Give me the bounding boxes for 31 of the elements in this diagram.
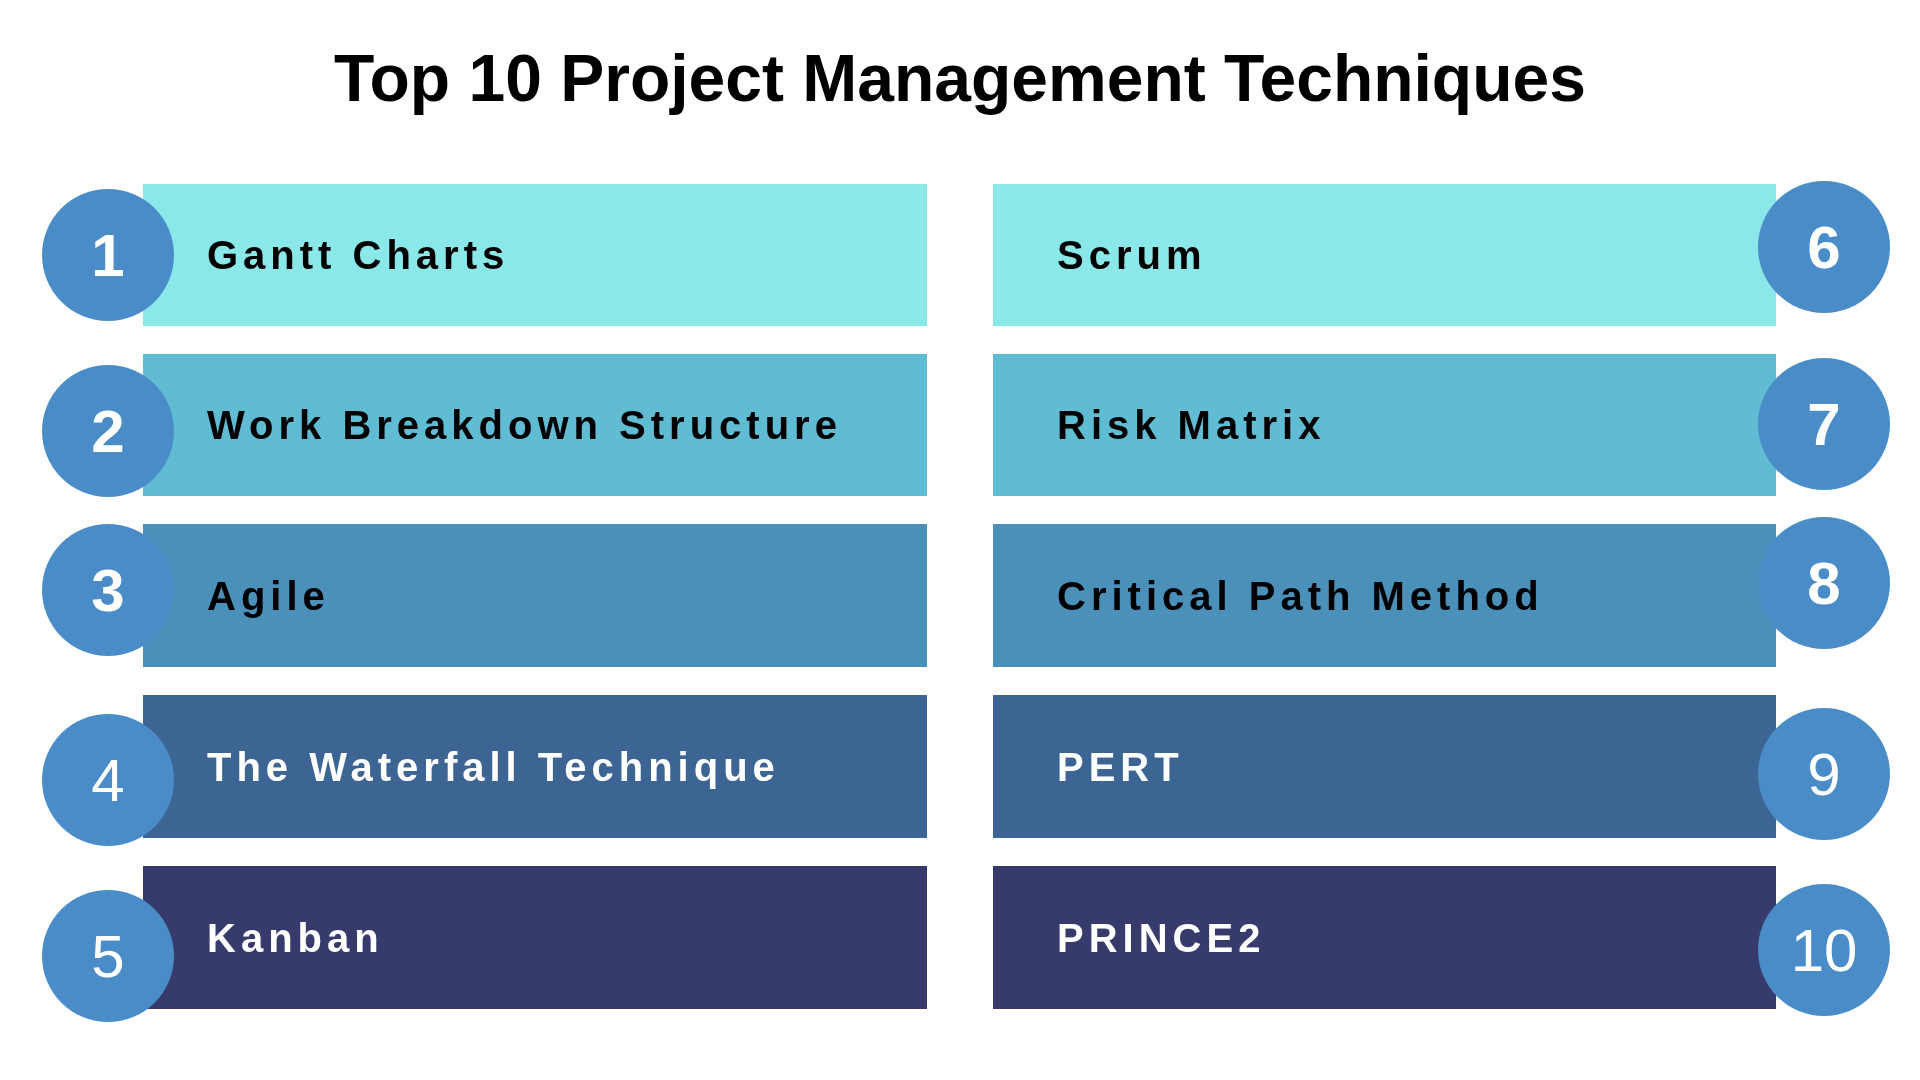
technique-label: Critical Path Method [1057, 572, 1544, 620]
technique-label: Gantt Charts [207, 232, 510, 279]
technique-label: PERT [1057, 743, 1184, 791]
technique-band [143, 524, 927, 667]
number-label: 4 [91, 745, 125, 815]
technique-label: PRINCE2 [1057, 914, 1266, 962]
number-label: 5 [91, 921, 125, 991]
technique-band [143, 184, 927, 326]
number-label: 3 [91, 555, 125, 625]
technique-band [143, 354, 927, 496]
technique-band [143, 866, 927, 1009]
technique-label: The Waterfall Technique [207, 743, 780, 791]
technique-band [993, 866, 1776, 1009]
number-label: 7 [1807, 389, 1841, 459]
technique-band [143, 695, 927, 838]
technique-band [993, 354, 1776, 496]
technique-label: Scrum [1057, 232, 1207, 279]
title: Top 10 Project Management Techniques [333, 40, 1587, 116]
technique-label: Risk Matrix [1057, 402, 1326, 449]
technique-band [993, 184, 1776, 326]
number-label: 2 [91, 396, 125, 466]
number-label: 8 [1807, 548, 1841, 618]
number-label: 9 [1807, 739, 1841, 809]
number-label: 6 [1807, 212, 1841, 282]
technique-band [993, 695, 1776, 838]
technique-label: Agile [207, 572, 330, 620]
number-label: 10 [1790, 915, 1858, 985]
technique-label: Kanban [207, 914, 384, 962]
technique-band [993, 524, 1776, 667]
technique-label: Work Breakdown Structure [207, 402, 842, 449]
number-label: 1 [91, 220, 125, 290]
